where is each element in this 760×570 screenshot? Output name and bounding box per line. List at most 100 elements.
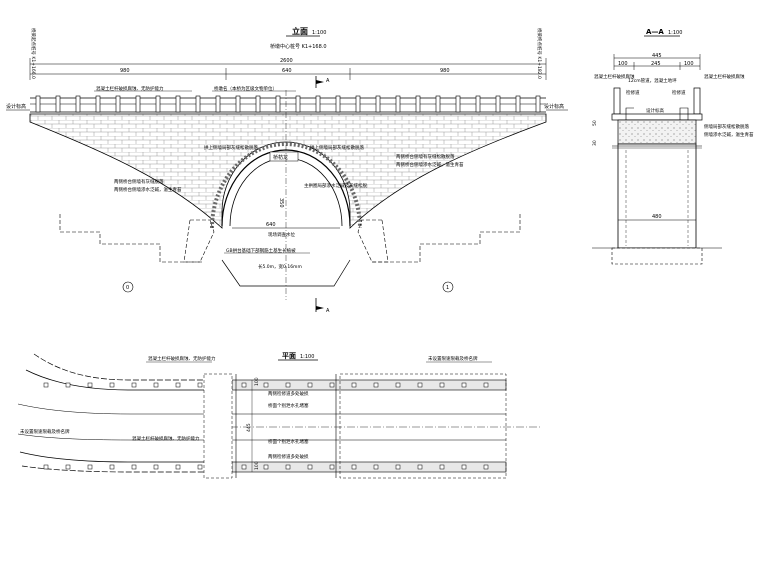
plan-railing-posts bbox=[43, 382, 489, 470]
plan-railing-post bbox=[131, 464, 137, 470]
railing-post bbox=[275, 95, 281, 113]
railing-post bbox=[415, 95, 421, 113]
arch-height-dim: 350 bbox=[278, 198, 284, 208]
railing-post bbox=[495, 95, 501, 113]
section-note-railing-left: 混凝土栏杆破损腐蚀 bbox=[594, 73, 635, 80]
railing-post bbox=[135, 95, 141, 113]
section-mark-top: A bbox=[326, 78, 330, 84]
plan-railing-post bbox=[197, 464, 203, 470]
plan-railing-post bbox=[263, 464, 269, 470]
railing-post bbox=[75, 95, 81, 113]
note-arch-crack-right: 拱上侧墙局部灰缝松散脱落 bbox=[310, 144, 364, 151]
dim-span-left: 980 bbox=[120, 68, 130, 74]
plan-note-no-sign-top: 未设置限速限载及桥名牌 bbox=[428, 355, 478, 362]
plan-railing-post bbox=[131, 382, 137, 388]
railing-post bbox=[35, 95, 41, 113]
plan-scale: 1:100 bbox=[300, 354, 314, 360]
plan-note-drain-1: 桥面个别泄水孔堵塞 bbox=[268, 402, 309, 409]
railing-post bbox=[115, 95, 121, 113]
plan-note-railing-top: 混凝土栏杆破损腐蚀、无防护能力 bbox=[148, 355, 216, 362]
note-left-wall-1: 两侧桥台侧墙有灰缝脱落 bbox=[114, 178, 164, 185]
section-note-side-2: 侧墙渗水泛碱，滋生青苔 bbox=[704, 131, 754, 138]
section-note-railing-right: 混凝土栏杆破损腐蚀 bbox=[704, 73, 745, 80]
plan-railing-post bbox=[395, 382, 401, 388]
note-arch-ring: 主拱圈局部渗水泛碱及灰缝松脱 bbox=[304, 182, 367, 189]
section-note-side-1: 侧墙局部灰缝松散脱落 bbox=[704, 123, 749, 130]
centerline-stake: 桥墩中心桩号 K1+168.0 bbox=[270, 43, 327, 50]
right-stake: 桥梁终点桩号 K1+182.0 bbox=[536, 28, 543, 79]
plan-dim-bottom: 100 bbox=[254, 461, 260, 470]
plan-note-maint-2: 两侧检修道多处破损 bbox=[268, 453, 309, 460]
elevation-railing bbox=[30, 97, 546, 113]
section-total-width: 445 bbox=[652, 53, 662, 59]
plan-railing-post bbox=[175, 382, 181, 388]
section-maint-left: 检修道 bbox=[626, 89, 640, 96]
plan-railing-post bbox=[263, 382, 269, 388]
plan-railing-post bbox=[153, 464, 159, 470]
section-note-pipe: 12cm管道，混凝土地坪 bbox=[628, 77, 677, 84]
railing-post bbox=[295, 95, 301, 113]
railing-post bbox=[435, 95, 441, 113]
railing-post bbox=[315, 95, 321, 113]
plan-railing-post bbox=[373, 382, 379, 388]
railing-post bbox=[155, 95, 161, 113]
dim-span-right: 980 bbox=[440, 68, 450, 74]
note-left-wall-2: 两侧桥台侧墙渗水泛碱，滋生青苔 bbox=[114, 186, 182, 193]
plan-railing-post bbox=[461, 464, 467, 470]
keystone-label: 桥枋龙 bbox=[273, 154, 288, 161]
railing-post bbox=[455, 95, 461, 113]
railing-post bbox=[535, 95, 541, 113]
plan-railing-post bbox=[43, 382, 49, 388]
bridge-masonry-body bbox=[29, 113, 547, 229]
railing-post bbox=[55, 95, 61, 113]
railing-post bbox=[375, 95, 381, 113]
plan-view: 平面 1:100 100 445 100 混凝土栏杆破损腐蚀、无防护能力 未设置… bbox=[17, 352, 540, 479]
railing-post bbox=[335, 95, 341, 113]
note-riverbed-1: GB拱台基础下部钢筋土基生长植被 bbox=[226, 247, 296, 254]
railing-post bbox=[235, 95, 241, 113]
plan-railing-post bbox=[307, 464, 313, 470]
section-dim-a: 50 bbox=[592, 120, 598, 126]
railing-post bbox=[195, 95, 201, 113]
elevation-railing-posts bbox=[35, 95, 541, 113]
axis-label-1: 1 bbox=[446, 285, 449, 291]
plan-railing-post bbox=[307, 382, 313, 388]
plan-note-drain-2: 桥面个别泄水孔堵塞 bbox=[268, 438, 309, 445]
railing-post bbox=[215, 95, 221, 113]
section-design-elevation: 设计标高 bbox=[646, 107, 664, 114]
railing-post bbox=[395, 95, 401, 113]
note-right-wall-1: 两侧桥台侧墙有灰缝松散脱落 bbox=[396, 153, 455, 160]
plan-railing-post bbox=[109, 382, 115, 388]
plan-note-maint-1: 两侧检修道多处破损 bbox=[268, 390, 309, 397]
plan-railing-post bbox=[175, 464, 181, 470]
plan-railing-post bbox=[417, 464, 423, 470]
section-dim-b: 30 bbox=[592, 140, 598, 146]
plan-railing-post bbox=[351, 464, 357, 470]
section-width-center: 245 bbox=[651, 61, 661, 67]
plan-note-no-sign-left: 未设置限速限载及桥名牌 bbox=[20, 428, 70, 435]
plan-railing-post bbox=[461, 382, 467, 388]
railing-post bbox=[515, 95, 521, 113]
plan-dim-mid: 445 bbox=[246, 423, 252, 432]
section-view: A—A 1:100 445 100 245 100 480 混凝土栏杆破损腐蚀 bbox=[592, 28, 754, 265]
section-maint-right: 检修道 bbox=[672, 89, 686, 96]
elevation-scale: 1:100 bbox=[312, 30, 326, 36]
plan-railing-post bbox=[483, 382, 489, 388]
plan-railing-post bbox=[417, 382, 423, 388]
plan-railing-post bbox=[197, 382, 203, 388]
plan-railing-post bbox=[483, 464, 489, 470]
plan-railing-post bbox=[285, 464, 291, 470]
plan-railing-post bbox=[65, 382, 71, 388]
plan-railing-post bbox=[241, 382, 247, 388]
plan-railing-post bbox=[87, 382, 93, 388]
plan-railing-post bbox=[439, 382, 445, 388]
railing-post bbox=[95, 95, 101, 113]
section-base-width: 480 bbox=[652, 214, 662, 220]
plan-railing-post bbox=[351, 382, 357, 388]
plan-title: 平面 bbox=[282, 352, 296, 360]
plan-railing-post bbox=[43, 464, 49, 470]
plan-railing-post bbox=[109, 464, 115, 470]
plan-railing-post bbox=[65, 464, 71, 470]
plan-railing-post bbox=[439, 464, 445, 470]
dim-total-width: 2600 bbox=[280, 58, 293, 64]
